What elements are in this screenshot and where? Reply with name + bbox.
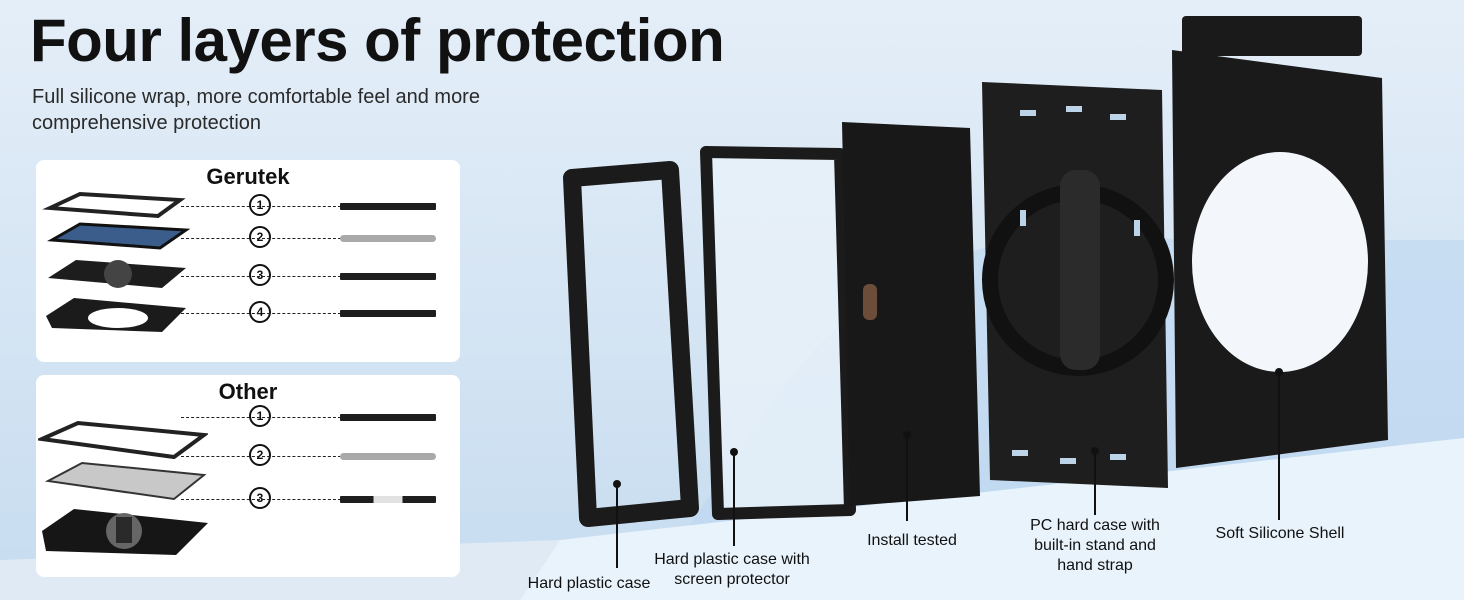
- other-panel: Other 1 2 3: [36, 375, 460, 577]
- layer-bar-gray: [340, 235, 436, 242]
- leader-dash: [181, 238, 341, 239]
- callout-hard-plastic-case: Hard plastic case: [527, 575, 651, 592]
- callout-leader: [906, 435, 908, 521]
- layer-bar-solid: [340, 310, 436, 317]
- gerutek-layer-row: 4: [36, 301, 460, 325]
- callout-leader: [1278, 372, 1280, 520]
- page-subtitle: Full silicone wrap, more comfortable fee…: [32, 86, 480, 134]
- layer-number-badge: 1: [249, 194, 271, 216]
- layer-bar-gray: [340, 453, 436, 460]
- other-case-layers-image: [38, 420, 208, 555]
- leader-dash: [181, 499, 341, 500]
- leader-dash: [181, 313, 341, 314]
- callout-pc-hard-case: PC hard case with built-in stand and han…: [1030, 517, 1160, 574]
- gerutek-panel-title: Gerutek: [206, 164, 290, 189]
- layer-bar-solid: [340, 273, 436, 280]
- layer-number-badge: 2: [249, 444, 271, 466]
- gerutek-layer-row: 3: [36, 264, 460, 288]
- gerutek-layer-row: 2: [36, 226, 460, 250]
- layer-number-badge: 2: [249, 226, 271, 248]
- leader-dash: [181, 276, 341, 277]
- layer-bar-solid: [340, 414, 436, 421]
- layer-number-badge: 3: [249, 264, 271, 286]
- callout-leader: [1094, 451, 1096, 515]
- leader-dash: [181, 206, 341, 207]
- other-layer-row: 3: [36, 487, 460, 511]
- callout-leader: [616, 484, 618, 568]
- gerutek-case-layers-image: [42, 191, 190, 332]
- gerutek-layer-row: 1: [36, 194, 460, 218]
- other-panel-title: Other: [218, 379, 278, 404]
- layer-number-badge: 3: [249, 487, 271, 509]
- leader-dash: [181, 456, 341, 457]
- layer-bar-solid: [340, 203, 436, 210]
- exploded-case-illustration: [563, 16, 1388, 527]
- layer-number-badge: 4: [249, 301, 271, 323]
- page-title: Four layers of protection: [30, 7, 725, 74]
- callout-install-tested: Install tested: [867, 532, 957, 549]
- gerutek-panel: Gerutek 1 2 3 4: [36, 160, 460, 362]
- leader-dash: [181, 417, 341, 418]
- other-layer-row: 1: [36, 405, 460, 429]
- other-layer-row: 2: [36, 444, 460, 468]
- layer-number-badge: 1: [249, 405, 271, 427]
- callout-soft-silicone-shell: Soft Silicone Shell: [1215, 525, 1345, 542]
- callout-hard-plastic-with-protector: Hard plastic case with screen protector: [654, 551, 810, 588]
- layer-bar-segmented: [340, 496, 436, 503]
- callout-leader: [733, 452, 735, 546]
